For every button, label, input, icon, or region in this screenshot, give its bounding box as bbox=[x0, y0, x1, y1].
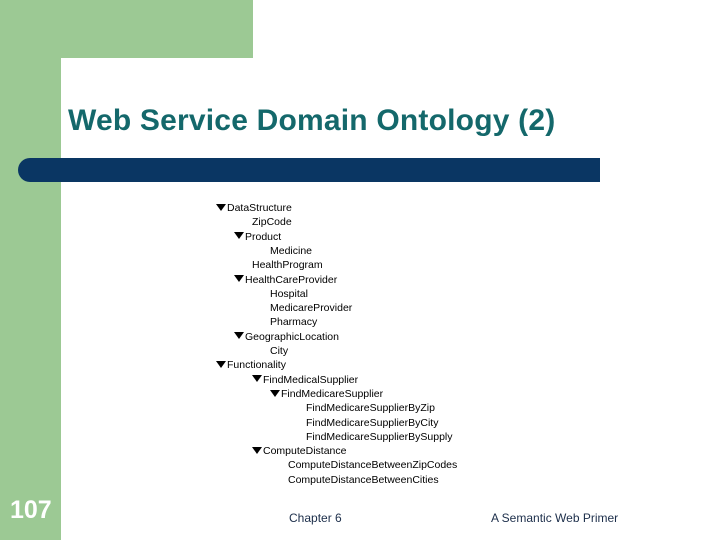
tree-node[interactable]: FindMedicareSupplier bbox=[216, 387, 616, 401]
footer-book-title: A Semantic Web Primer bbox=[491, 511, 619, 525]
tree-node-label: HealthProgram bbox=[252, 259, 323, 272]
tree-node[interactable]: Medicine bbox=[216, 244, 616, 258]
tree-node[interactable]: City bbox=[216, 344, 616, 358]
tree-node[interactable]: FindMedicareSupplierByCity bbox=[216, 415, 616, 429]
tree-node[interactable]: HealthProgram bbox=[216, 258, 616, 272]
triangle-down-icon[interactable] bbox=[252, 375, 262, 383]
tree-node[interactable]: MedicareProvider bbox=[216, 301, 616, 315]
triangle-down-icon[interactable] bbox=[270, 389, 280, 397]
tree-node[interactable]: ComputeDistanceBetweenZipCodes bbox=[216, 458, 616, 472]
triangle-down-icon[interactable] bbox=[234, 232, 244, 240]
tree-node[interactable]: FindMedicareSupplierByZip bbox=[216, 401, 616, 415]
tree-node-label: GeographicLocation bbox=[245, 330, 339, 343]
tree-node-label: FindMedicareSupplierBySupply bbox=[306, 430, 453, 443]
tree-node[interactable]: Product bbox=[216, 230, 616, 244]
tree-node-label: HealthCareProvider bbox=[245, 273, 338, 286]
tree-node-label: ZipCode bbox=[252, 216, 292, 229]
page-title: Web Service Domain Ontology (2) bbox=[68, 104, 556, 137]
tree-node-label: Product bbox=[245, 230, 282, 243]
tree-node[interactable]: ZipCode bbox=[216, 215, 616, 229]
green-top-block bbox=[0, 0, 253, 58]
triangle-down-icon[interactable] bbox=[252, 446, 262, 454]
tree-node[interactable]: GeographicLocation bbox=[216, 330, 616, 344]
triangle-down-icon[interactable] bbox=[216, 203, 226, 211]
tree-node-label: Functionality bbox=[227, 359, 286, 372]
tree-node-label: ComputeDistance bbox=[263, 445, 347, 458]
tree-node-label: City bbox=[270, 345, 289, 358]
tree-node-label: FindMedicalSupplier bbox=[263, 373, 359, 386]
tree-node[interactable]: Pharmacy bbox=[216, 315, 616, 329]
tree-node[interactable]: Functionality bbox=[216, 358, 616, 372]
tree-node-label: FindMedicareSupplier bbox=[281, 387, 384, 400]
tree-node-label: ComputeDistanceBetweenCities bbox=[288, 473, 439, 486]
tree-node[interactable]: FindMedicalSupplier bbox=[216, 373, 616, 387]
page-number: 107 bbox=[10, 496, 52, 524]
tree-node-label: Hospital bbox=[270, 287, 308, 300]
tree-node-label: FindMedicareSupplierByCity bbox=[306, 416, 439, 429]
tree-node-label: FindMedicareSupplierByZip bbox=[306, 402, 435, 415]
tree-node[interactable]: ComputeDistanceBetweenCities bbox=[216, 473, 616, 487]
tree-node[interactable]: FindMedicareSupplierBySupply bbox=[216, 430, 616, 444]
tree-node[interactable]: ComputeDistance bbox=[216, 444, 616, 458]
triangle-down-icon[interactable] bbox=[234, 275, 244, 283]
white-content-panel bbox=[61, 58, 720, 540]
tree-node[interactable]: Hospital bbox=[216, 287, 616, 301]
tree-node[interactable]: DataStructure bbox=[216, 201, 616, 215]
tree-node-label: Pharmacy bbox=[270, 316, 318, 329]
tree-node[interactable]: HealthCareProvider bbox=[216, 272, 616, 286]
footer-chapter-label: Chapter 6 bbox=[289, 511, 342, 525]
tree-node-label: DataStructure bbox=[227, 202, 292, 215]
green-side-band bbox=[0, 0, 61, 540]
tree-node-label: MedicareProvider bbox=[270, 302, 353, 315]
tree-node-label: ComputeDistanceBetweenZipCodes bbox=[288, 459, 458, 472]
triangle-down-icon[interactable] bbox=[234, 332, 244, 340]
triangle-down-icon[interactable] bbox=[216, 360, 226, 368]
tree-node-label: Medicine bbox=[270, 244, 313, 257]
title-underline-bar bbox=[18, 158, 600, 182]
